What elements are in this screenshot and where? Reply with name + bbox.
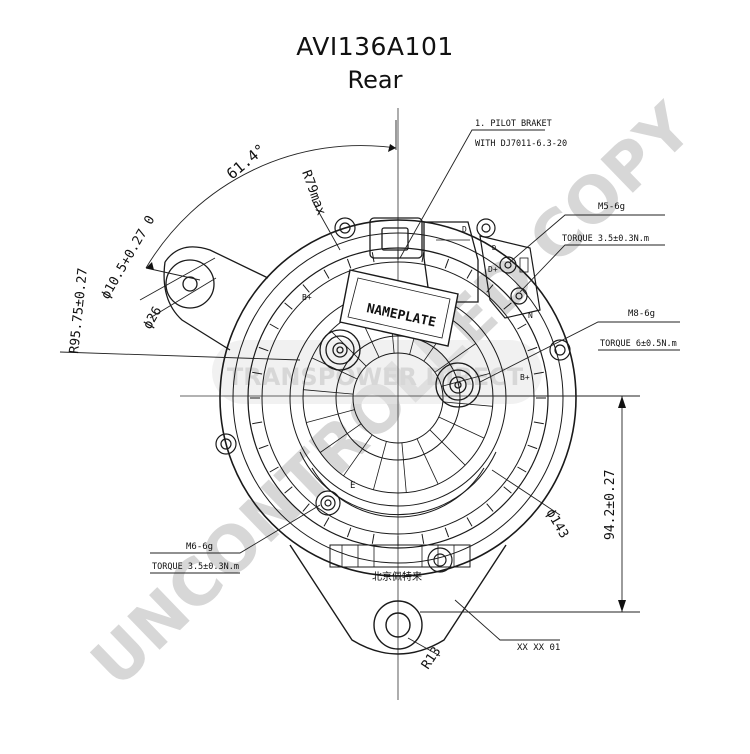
vent-slot-divider: [533, 421, 544, 425]
vent-slot-divider: [284, 302, 293, 310]
pulley-diameter-dimension: ϕ143: [543, 507, 572, 542]
angle-dimension: 61.4°: [223, 140, 269, 183]
height-dimension: 94.2±0.27: [603, 470, 618, 540]
pilot-bracket-label: 1. PILOT BRAKET: [475, 119, 552, 129]
vent-slot-divider: [466, 517, 473, 527]
terminal-e: E: [350, 481, 355, 491]
watermark-center-text: TRANSPOWER DIRECT: [227, 363, 524, 391]
terminal-d-plus: D+: [488, 265, 498, 274]
rotor-spoke: [373, 441, 387, 490]
m8-torque-label: TORQUE 6±0.5N.m: [600, 339, 677, 349]
m8-terminal-stud: [435, 362, 481, 408]
rotor-spoke: [434, 343, 477, 373]
vent-slot-divider: [503, 302, 512, 310]
vent-slot-divider: [252, 371, 263, 375]
m5-torque-label: TORQUE 3.5±0.3N.m: [562, 234, 649, 244]
maker-mark: 北京佩特来: [372, 570, 422, 583]
vent-slot-divider: [284, 486, 293, 494]
vent-slot-divider: [517, 466, 527, 473]
hole-diameter-dimension: ϕ10.5+0.27 0: [98, 213, 158, 302]
vent-slot-divider: [346, 258, 352, 269]
m6-torque-label: TORQUE 3.5±0.3N.m: [152, 562, 239, 572]
vent-slot-divider: [269, 466, 279, 473]
terminal-b-plus-right: B+: [520, 373, 530, 382]
rotor-spoke: [303, 389, 354, 395]
vent-slot-divider: [533, 371, 544, 375]
vent-slot-divider: [258, 346, 269, 352]
dimension-lines: [59, 120, 680, 657]
date-code-label: XX XX 01: [517, 643, 560, 653]
terminal-b-plus-left: B+: [302, 293, 312, 302]
radius-dimension: R95.75±0.27: [67, 267, 91, 354]
terminal-letters: B+ B+ D+ D N E D: [302, 225, 533, 491]
vent-slot-divider: [269, 323, 279, 330]
m6-thread-label: M6-6g: [186, 542, 213, 552]
rotor-spoke: [306, 409, 355, 423]
vent-slot-divider: [302, 503, 310, 512]
alternator-housing: [219, 219, 577, 577]
upper-left-mounting-lug: [163, 246, 269, 351]
e-terminal-stud: [315, 490, 341, 516]
rotor-spoke: [319, 423, 362, 453]
vent-slot-divider: [527, 444, 538, 450]
vent-slot-divider: [517, 323, 527, 330]
rotor-spoke: [401, 442, 407, 493]
m8-thread-label: M8-6g: [628, 309, 655, 319]
vent-slot-divider: [527, 346, 538, 352]
dimension-arrows: [146, 144, 626, 612]
vent-slot-divider: [252, 421, 263, 425]
callout-texts: 1. PILOT BRAKET WITH DJ7011-6.3-20 M5-6g…: [152, 119, 677, 653]
vent-slot-divider: [486, 284, 494, 293]
drawing-subtitle: Rear: [347, 66, 403, 94]
terminal-block: [479, 235, 541, 319]
terminal-n: N: [528, 311, 533, 320]
vent-slot-divider: [323, 517, 330, 527]
lower-mounting-bracket: [289, 544, 507, 655]
vent-slot-divider: [444, 258, 450, 269]
drawing-title: AVI136A101: [296, 32, 454, 61]
vent-slot-divider: [503, 486, 512, 494]
vent-slot-divider: [346, 527, 352, 538]
vent-slot-divider: [371, 252, 375, 263]
boss-diameter-dimension: ϕ26: [140, 304, 165, 332]
rotor-spoke: [343, 434, 373, 477]
rotor-spoke: [416, 438, 439, 485]
rotor-spoke: [311, 357, 358, 380]
vent-slot-divider: [302, 284, 310, 293]
bottom-stud: [427, 547, 453, 573]
rotor-spoke: [429, 429, 466, 466]
vent-slot-divider: [323, 269, 330, 279]
vent-slot-divider: [371, 533, 375, 544]
vent-slot-divider: [466, 269, 473, 279]
vent-slot-divider: [486, 503, 494, 512]
pilot-bracket-spec: WITH DJ7011-6.3-20: [475, 139, 567, 149]
nameplate: NAMEPLATE: [339, 269, 459, 347]
vent-slot-divider: [258, 444, 269, 450]
vent-slot-divider: [421, 533, 425, 544]
rotor-spoke: [438, 416, 485, 439]
terminal-d-small: D: [492, 244, 496, 252]
r-max-dimension: R79max: [298, 168, 328, 217]
r13-dimension: R13: [419, 644, 445, 672]
vent-slot-divider: [444, 527, 450, 538]
terminal-d: D: [462, 225, 467, 234]
b-plus-terminal-stud: [319, 329, 361, 371]
pilot-bracket-connector: [369, 217, 479, 303]
m5-thread-label: M5-6g: [598, 202, 625, 212]
